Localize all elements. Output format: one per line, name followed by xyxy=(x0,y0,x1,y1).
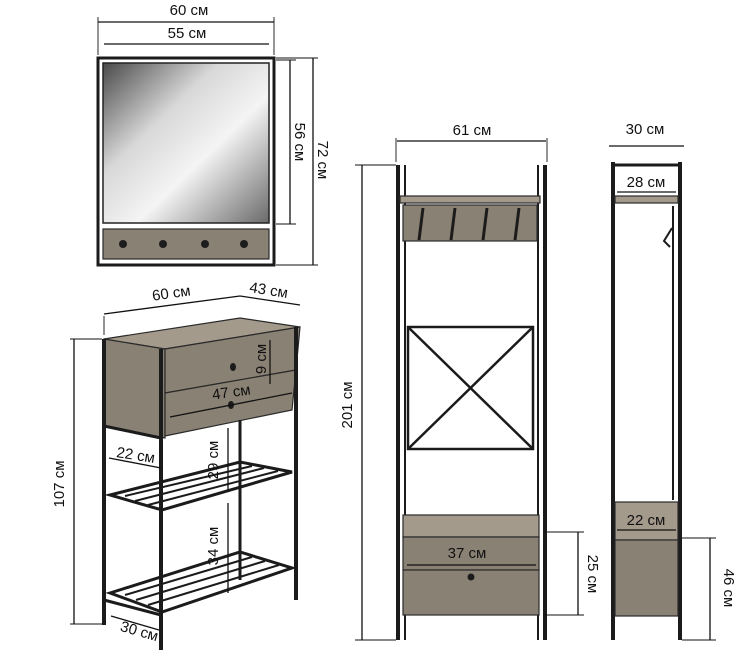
dim-label-mirror-inner-height: 56 см xyxy=(291,123,308,162)
mirror-unit: 60 см 55 см 56 см 72 см xyxy=(96,2,331,267)
cabinet-unit: 60 см 43 см 9 см 47 см 22 см 29 см 34 см… xyxy=(51,279,301,650)
hook-knob xyxy=(159,240,167,248)
mirror-glass xyxy=(102,62,270,224)
side-view-unit: 30 см 28 см 22 см 46 см xyxy=(609,121,737,641)
rack-unit: 61 см 201 см 37 см 25 см xyxy=(339,122,601,641)
dim-label-leg-depth: 30 см xyxy=(118,618,160,645)
hook-knob xyxy=(119,240,127,248)
dim-label-shelf-gap-upper: 29 см xyxy=(205,441,222,480)
dim-label-mirror-height: 72 см xyxy=(314,141,331,180)
drawer-knob xyxy=(230,363,236,371)
side-top-shelf xyxy=(614,195,679,204)
dim-line xyxy=(103,295,241,315)
rack-cross-panel xyxy=(406,325,535,451)
dim-label-cabinet-depth: 43 см xyxy=(248,279,289,302)
hook-knob xyxy=(201,240,209,248)
dim-label-drawer-height: 9 см xyxy=(253,344,270,374)
dim-label-mirror-inner-width: 55 см xyxy=(168,25,207,42)
dim-label-side-depth: 30 см xyxy=(626,121,665,138)
dim-label-rack-drawer-width: 37 см xyxy=(448,545,487,562)
shelf-upper xyxy=(104,460,293,512)
side-drawer-top xyxy=(614,501,679,541)
cabinet-side xyxy=(103,338,166,439)
shelf-lower xyxy=(105,550,297,614)
rack-top-shelf xyxy=(399,195,541,204)
dim-label-side-bottom-depth: 22 см xyxy=(627,512,666,529)
dim-label-shelf-gap-lower: 34 см xyxy=(205,527,222,566)
dim-label-mirror-width: 60 см xyxy=(170,2,209,19)
dim-label-side-bottom-height: 46 см xyxy=(720,569,737,608)
hook-knob xyxy=(240,240,248,248)
drawer-knob xyxy=(467,573,475,581)
dim-label-drawer-width: 47 см xyxy=(211,381,252,403)
rack-drawer-top xyxy=(402,514,540,538)
side-drawer-body xyxy=(614,539,679,617)
dim-label-side-top-depth: 28 см xyxy=(627,174,666,191)
dim-label-rack-width: 61 см xyxy=(453,122,492,139)
dim-label-rack-drawer-height: 25 см xyxy=(584,555,601,594)
dim-label-cabinet-width: 60 см xyxy=(151,282,192,304)
dim-label-rack-height: 201 см xyxy=(339,381,356,428)
mirror-frame xyxy=(96,56,276,267)
dim-label-cabinet-height: 107 см xyxy=(51,460,68,507)
dim-line xyxy=(239,295,301,306)
dim-label-shelf-depth: 22 см xyxy=(115,444,156,467)
